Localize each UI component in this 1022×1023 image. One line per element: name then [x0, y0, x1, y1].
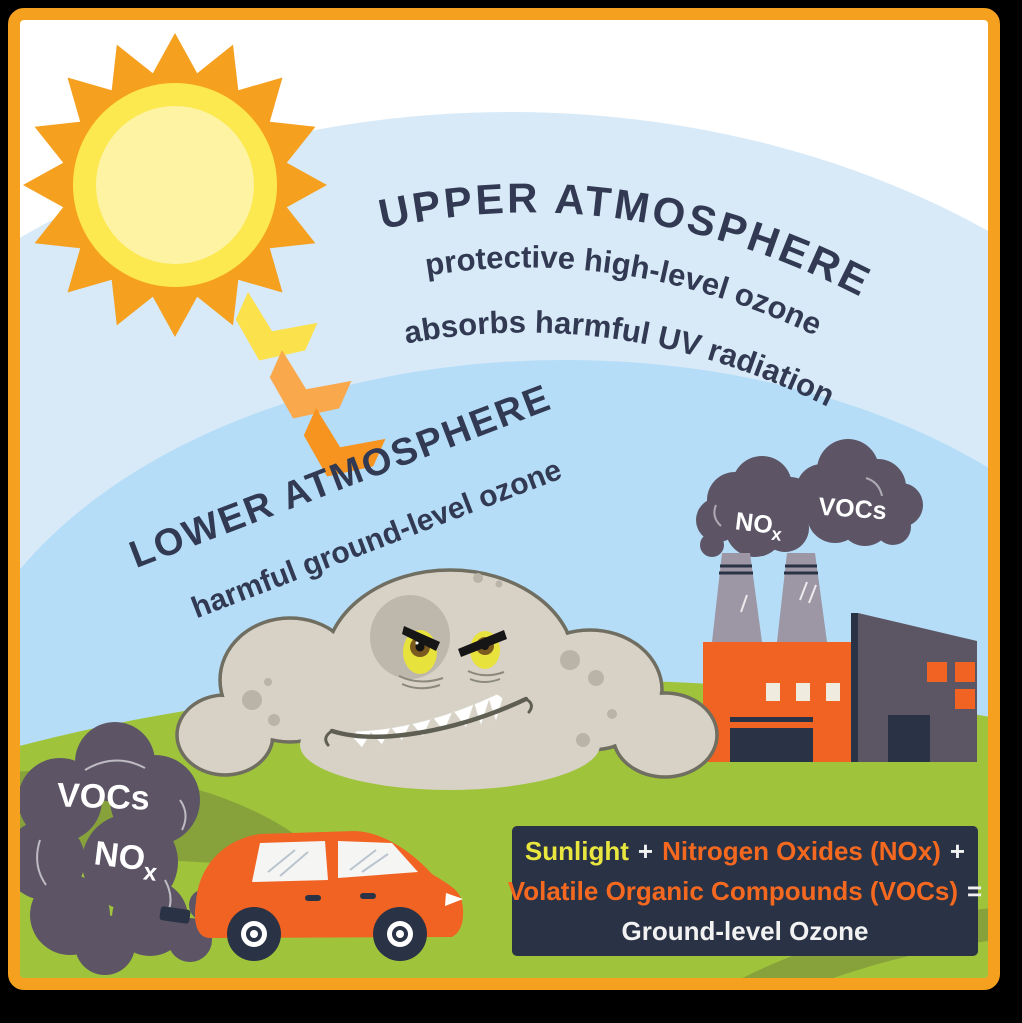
car-vocs-label: VOCs — [56, 776, 150, 817]
car-illustration — [159, 831, 464, 961]
formula-vocs: Volatile Organic Compounds (VOCs) — [507, 875, 959, 906]
formula-line-2: Volatile Organic Compounds (VOCs) = — [508, 873, 982, 910]
sun-icon — [23, 33, 327, 337]
car-nox-label: NOx — [91, 834, 161, 887]
formula-result: Ground-level Ozone — [621, 915, 869, 946]
infographic-card: UPPER ATMOSPHERE protective high-level o… — [8, 8, 1000, 990]
factory-nox-label: NOx — [733, 507, 784, 545]
chevron-down-icon — [235, 292, 318, 361]
factory-smoke-clouds — [696, 439, 923, 557]
upper-atmosphere-text: UPPER ATMOSPHERE protective high-level o… — [375, 174, 880, 413]
formula-plus: + — [949, 835, 966, 866]
factory-illustration: NOx VOCs — [696, 439, 977, 762]
formula-line-3: Ground-level Ozone — [621, 913, 868, 950]
chevron-down-icon — [269, 350, 352, 419]
formula-line-1: Sunlight + Nitrogen Oxides (NOx) + — [525, 833, 965, 870]
formula-plus: + — [637, 835, 654, 866]
smog-monster-illustration — [175, 568, 719, 790]
factory-vocs-label: VOCs — [818, 493, 888, 526]
formula-equals: = — [967, 875, 983, 906]
formula-sunlight: Sunlight — [524, 835, 629, 866]
ozone-formula-box: Sunlight + Nitrogen Oxides (NOx) + Volat… — [508, 826, 982, 956]
upper-atmosphere-title: UPPER ATMOSPHERE — [375, 174, 880, 306]
formula-nox: Nitrogen Oxides (NOx) — [662, 835, 941, 866]
chevron-down-icon — [303, 408, 386, 477]
chevron-down-icons — [235, 292, 386, 477]
scene: UPPER ATMOSPHERE protective high-level o… — [20, 20, 988, 978]
